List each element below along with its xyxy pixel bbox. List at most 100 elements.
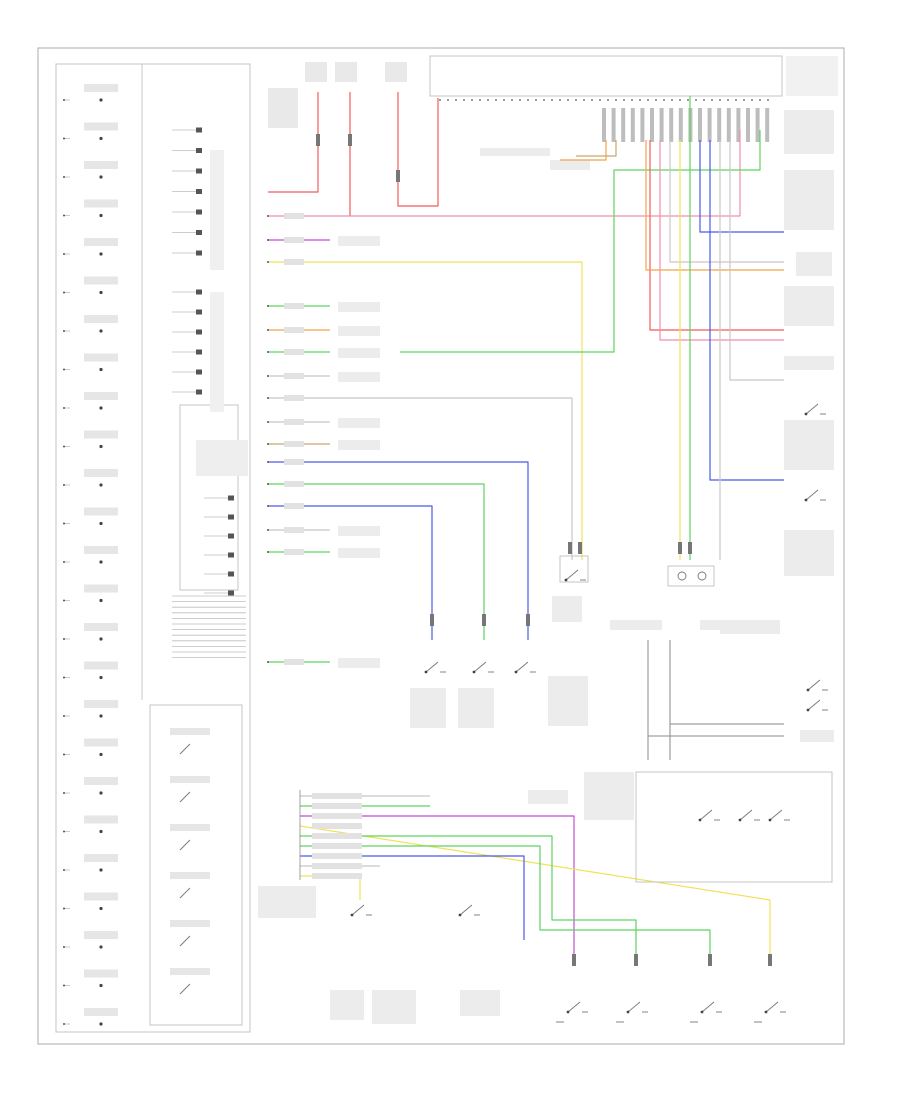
connector-pin [228,590,234,596]
connector-pin [196,148,202,153]
parking-brake-switch-blade [473,661,487,673]
blue-long-1 [268,461,529,640]
lamp-indicator [99,136,103,141]
wire-color-chip [284,481,304,487]
ecm-pin [535,99,537,101]
lamp-indicator [99,906,103,911]
steering-switch-2-pivot [738,818,742,822]
ecm-pin [575,99,577,101]
control-switch-2-pivot [458,913,462,917]
steering-switch-3-blade [769,809,783,821]
cruise-main-switch-blade [807,679,821,691]
lamp-label [84,584,118,593]
wire-color-chip [284,503,304,509]
bottom-wire-chip [312,793,362,799]
connector-pin [196,250,202,256]
door-lock-switch-4-blade [765,1001,779,1013]
ecm-pin [631,99,633,101]
door-lock-switch-4-pivot [764,1010,768,1014]
instrument-connector-box [179,404,239,591]
bottom-wire-chip [312,803,362,809]
power-distribution-label [268,88,298,128]
ecm-pin [551,99,553,101]
lamp-label [84,661,118,670]
bus-wire-labels [267,213,380,879]
system-label [338,348,380,358]
lamp-label [84,276,118,285]
steering-switch-box [584,771,833,883]
wire-color-chip [284,419,304,425]
lamp-indicator [99,598,103,603]
inline-connector [526,614,530,626]
ecm-terminal [669,108,674,142]
bus-terminal [267,505,269,507]
control-switch-1-blade [351,904,365,916]
ecm-pin [647,99,649,101]
lamp-pin [63,368,65,371]
lamp-indicator [99,367,103,372]
wire-harness [268,92,784,960]
lamp-pin [63,792,65,794]
connector-pin [196,189,202,194]
oil-pressure-switch-blade [805,489,819,501]
wire-color-chip [284,237,304,243]
lamp-label [84,623,118,631]
inline-connector [634,954,638,966]
connector-pin [196,369,202,375]
gauge-subpanel [149,704,243,1026]
seatbelt-switch-blade [805,403,819,415]
transmission-label [480,148,550,156]
ecm-terminal [765,108,770,142]
lamp-indicator [99,675,103,680]
ecm-pin [607,99,609,101]
ecm-pin [503,99,505,101]
gauge-needle [179,935,191,947]
grey-ecm-3 [729,140,784,381]
instrument-connectors [172,127,248,658]
ecm-terminal [650,108,654,142]
inline-connector [396,170,400,182]
ecm-pin [695,99,697,101]
bottom-wire-chip [312,823,362,829]
gauge-label [170,824,210,831]
ecm-pin [743,99,745,101]
inline-connector [348,134,352,146]
ecm-pin [727,99,729,101]
orange-ecm [560,140,607,161]
gauge-needle [179,983,191,995]
lamp-label [84,122,118,131]
lamp-label [84,1008,118,1016]
blue-long-2 [268,505,433,640]
lamp-indicator [99,1022,103,1026]
ecm-pin [559,99,561,101]
wire-color-chip [284,349,304,355]
lamp-pin [63,907,65,910]
system-label [338,526,380,536]
wire-color-chip [284,395,304,401]
door-lock-switch-2-blade [627,1001,641,1013]
ecm-pin [751,99,753,101]
component-label [700,620,754,630]
ecm-terminal [659,108,664,142]
ecm-pin [487,99,489,101]
lamp-pin [63,99,65,101]
blue-ecm-1 [699,140,784,233]
brake-fluid-switch-pivot [424,670,428,674]
door-lock-switch-1-pivot [566,1010,570,1014]
gauge-needle [179,887,191,899]
bus-terminal [267,529,269,531]
gauge-label [170,776,210,783]
instrument-unit-box [55,63,251,1033]
ecm-terminal [611,108,616,142]
outer-frame [37,47,845,1045]
wire-color-chip [284,327,304,333]
green-long [268,483,485,640]
ecm-pin [599,99,601,101]
ecm-terminal [726,108,731,142]
control-switch-label [258,886,316,918]
connector-pin-row [439,99,770,142]
bus-terminal [267,551,269,553]
gauge-label [170,728,210,735]
connector-pin [196,168,202,174]
